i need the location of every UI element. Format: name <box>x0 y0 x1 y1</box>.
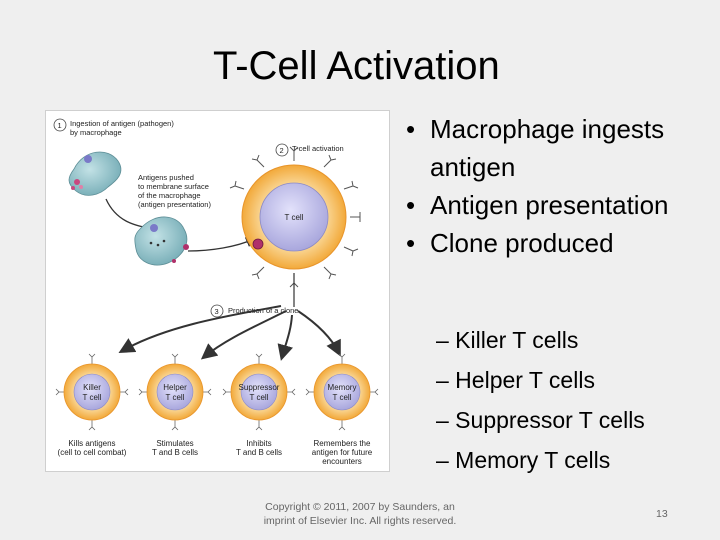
arrow-to-memory <box>297 310 341 357</box>
suppressor-tcell: Suppressor T cell <box>222 353 296 431</box>
killer-desc-2: (cell to cell combat) <box>58 448 127 457</box>
t-cell-activation-figure: 1 Ingestion of antigen (pathogen) by mac… <box>45 110 390 472</box>
step1-number: 1 <box>58 121 62 130</box>
subbullet-helper: – Helper T cells <box>436 367 595 393</box>
memory-label-1: Memory <box>328 383 357 392</box>
macrophage-ingesting <box>68 151 122 196</box>
suppressor-desc-1: Inhibits <box>246 439 271 448</box>
step3-marker <box>210 304 224 318</box>
killer-tcell: Killer T cell <box>55 353 129 431</box>
memory-desc-1: Remembers the <box>314 439 371 448</box>
suppressor-label-2: T cell <box>250 393 269 402</box>
bullet-dot-icon: • <box>406 190 416 220</box>
copyright-notice: Copyright © 2011, 2007 by Saunders, an i… <box>263 501 457 527</box>
subbullet-memory: – Memory T cells <box>436 447 611 473</box>
figure-illustration: 1 Ingestion of antigen (pathogen) by mac… <box>53 118 379 466</box>
killer-label-1: Killer <box>83 383 101 392</box>
macrophage-presenting <box>134 216 189 266</box>
bullet-dot-icon: • <box>406 228 416 258</box>
subbullet-suppressor: – Suppressor T cells <box>436 407 645 433</box>
bullet-item: • Macrophage ingests antigen <box>404 110 714 186</box>
bullet-text: Antigen presentation <box>430 190 669 220</box>
step1-label-line2: by macrophage <box>70 128 122 137</box>
antigen-text-1: Antigens pushed <box>138 173 194 182</box>
memory-tcell: Memory T cell <box>305 353 379 431</box>
bullet-item: • Antigen presentation <box>404 186 714 224</box>
antigen-text-2: to membrane surface <box>138 182 209 191</box>
tcell-activated: T cell <box>229 146 361 288</box>
subbullet-list: – Killer T cells – Helper T cells – Supp… <box>436 320 716 480</box>
step2-number: 2 <box>280 146 284 155</box>
step3-label: Production of a clone <box>228 306 298 315</box>
bullet-dot-icon: • <box>406 114 416 144</box>
killer-label-2: T cell <box>83 393 102 402</box>
helper-desc-1: Stimulates <box>156 439 193 448</box>
bullet-text: Clone produced <box>430 228 614 258</box>
helper-desc-2: T and B cells <box>152 448 198 457</box>
arrow-present-to-tcell <box>187 237 257 252</box>
page-number: 13 <box>656 508 668 520</box>
step1-label-line1: Ingestion of antigen (pathogen) <box>70 119 174 128</box>
suppressor-label-1: Suppressor <box>239 383 280 392</box>
slide-title: T-Cell Activation <box>213 44 500 88</box>
helper-label-2: T cell <box>166 393 185 402</box>
memory-label-2: T cell <box>333 393 352 402</box>
bullet-list: • Macrophage ingests antigen • Antigen pre… <box>404 110 714 262</box>
killer-desc-1: Kills antigens <box>68 439 115 448</box>
bullet-text: Macrophage ingests antigen <box>430 114 665 182</box>
helper-tcell: Helper T cell <box>138 353 212 431</box>
step2-label: T-cell activation <box>292 144 344 153</box>
arrow-to-suppressor <box>277 314 293 361</box>
helper-label-1: Helper <box>163 383 187 392</box>
step2-marker <box>275 143 289 157</box>
subbullet-killer: – Killer T cells <box>436 327 579 353</box>
arrow-to-helper <box>200 310 287 360</box>
antigen-text-4: (antigen presentation) <box>138 200 211 209</box>
antigen-text-3: of the macrophage <box>138 191 201 200</box>
arrow-to-killer <box>118 305 282 353</box>
memory-desc-3: encounters <box>322 457 362 466</box>
memory-desc-2: antigen for future <box>312 448 373 457</box>
step3-number: 3 <box>215 307 219 316</box>
suppressor-desc-2: T and B cells <box>236 448 282 457</box>
tcell-label: T cell <box>285 213 304 222</box>
bullet-item: • Clone produced <box>404 224 714 262</box>
antigen-icon <box>74 179 80 185</box>
step1-marker <box>53 118 67 132</box>
